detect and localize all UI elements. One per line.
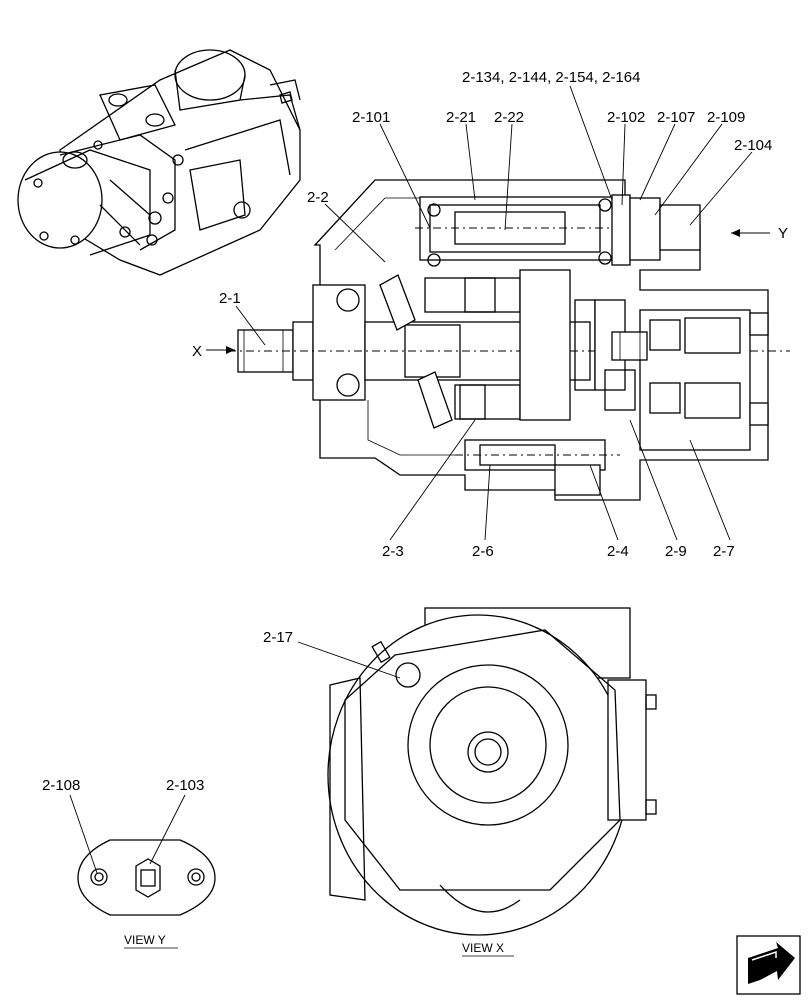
callout-2-103: 2-103 [166,777,204,794]
axis-marker-y: Y [731,225,788,242]
callout-2-9: 2-9 [665,543,687,560]
pump-isometric-illustration [17,49,301,276]
view-y-title: VIEW Y [124,933,166,947]
callout-2-3: 2-3 [382,543,404,560]
callout-2-2: 2-2 [307,189,329,206]
axis-marker-x-label: X [192,343,202,360]
callout-2-101: 2-101 [352,109,390,126]
view-x-illustration [327,607,657,936]
callout-2-1: 2-1 [219,290,241,307]
callout-2-21: 2-21 [446,109,476,126]
page-turn-arrow-icon[interactable] [736,935,801,995]
callout-2-22: 2-22 [494,109,524,126]
axis-marker-y-label: Y [778,225,788,242]
axis-marker-x: X [192,343,235,360]
callout-2-6: 2-6 [472,543,494,560]
callout-leaders [69,85,753,874]
callout-2-104: 2-104 [734,137,772,154]
pump-section-view [228,179,790,501]
callout-2-107: 2-107 [657,109,695,126]
callout-2-102: 2-102 [607,109,645,126]
callout-2-109: 2-109 [707,109,745,126]
callout-2-17: 2-17 [263,629,293,646]
view-y-illustration [77,839,216,916]
callout-2-134-group: 2-134, 2-144, 2-154, 2-164 [462,69,640,86]
view-x-title: VIEW X [462,941,504,955]
callout-2-4: 2-4 [607,543,629,560]
callout-2-7: 2-7 [713,543,735,560]
callout-2-108: 2-108 [42,777,80,794]
